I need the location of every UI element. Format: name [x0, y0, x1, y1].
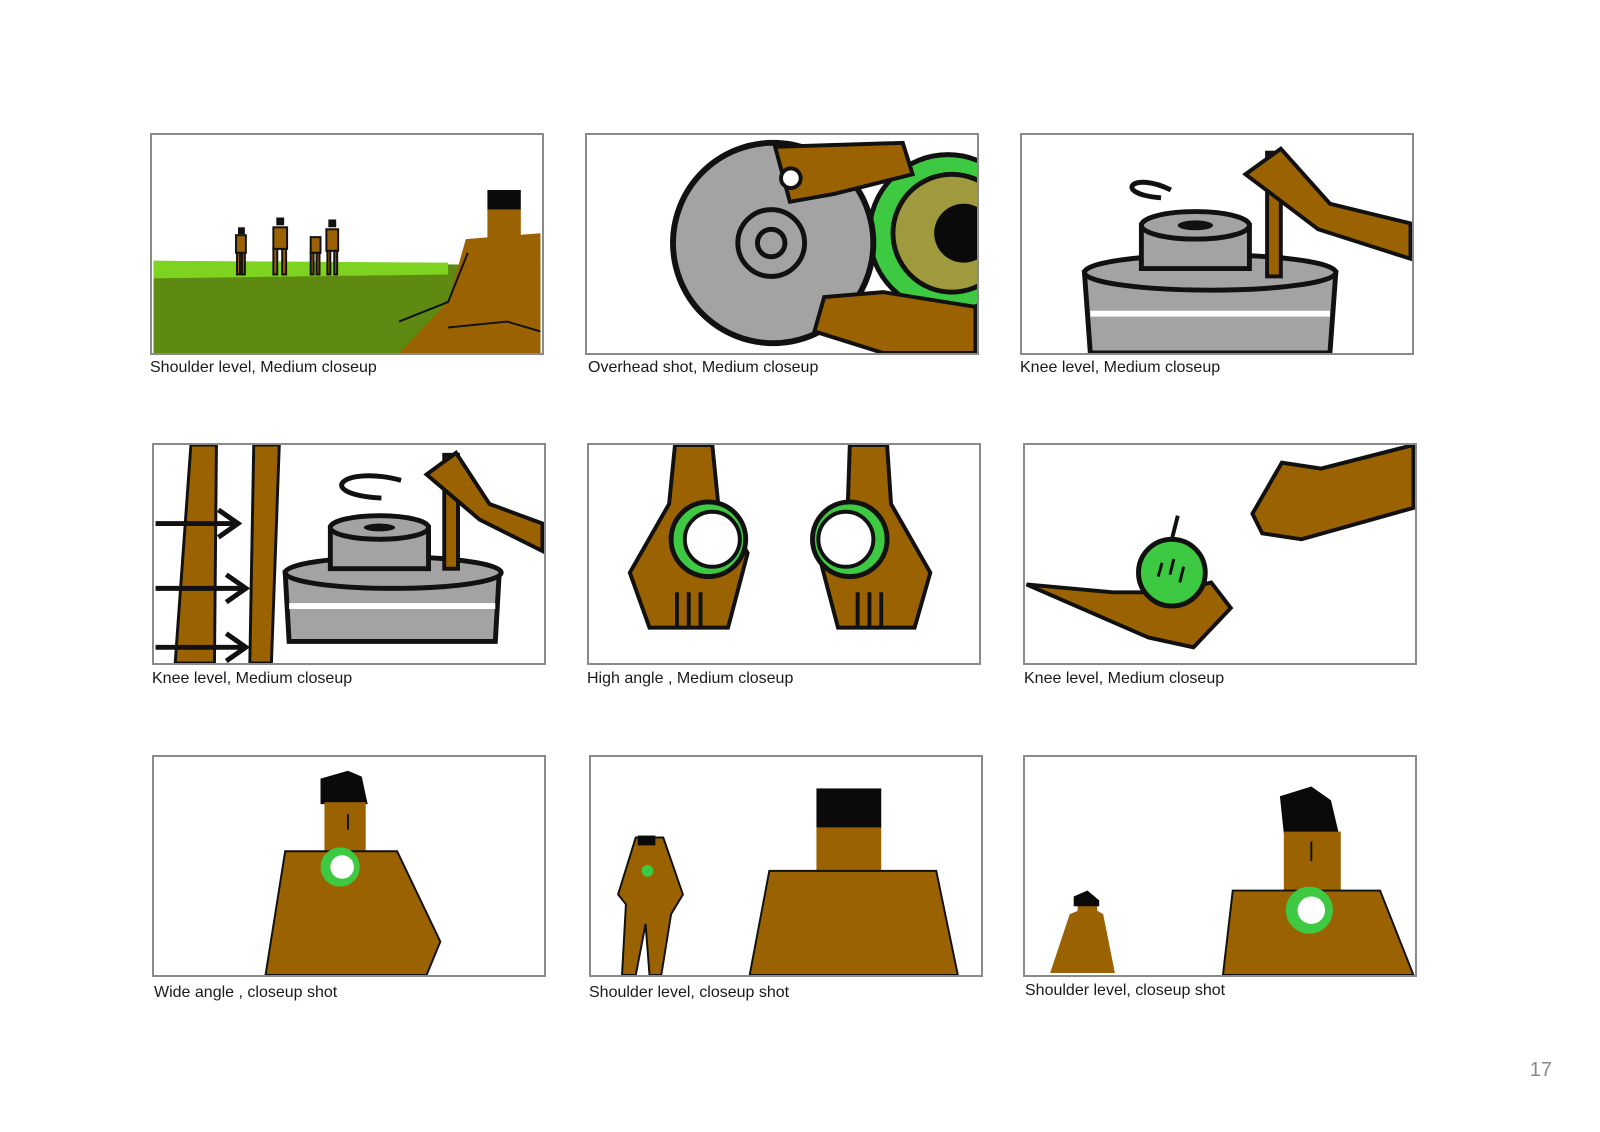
scene-people-on-field — [153, 189, 541, 353]
scene-hand-turning-grinder — [1081, 146, 1412, 353]
panel-caption-2: Overhead shot, Medium closeup — [588, 359, 819, 376]
scene-two-men-eating — [1050, 786, 1415, 975]
scene-man-eating-green-fruit — [264, 770, 442, 975]
scene-hand-holding-green-fruit — [1025, 445, 1415, 650]
storyboard-panel-1 — [150, 133, 544, 355]
panel-caption-9: Shoulder level, closeup shot — [1025, 982, 1226, 999]
storyboard-panel-7 — [152, 755, 546, 977]
storyboard-panel-6 — [1023, 443, 1417, 665]
storyboard-panel-5 — [587, 443, 981, 665]
panel-caption-5: High angle , Medium closeup — [587, 670, 794, 687]
page-number: 17 — [1529, 1059, 1552, 1081]
panel-caption-8: Shoulder level, closeup shot — [589, 984, 790, 1001]
scene-grinder-with-arrows — [155, 445, 544, 663]
scene-hands-grinding-stone — [670, 139, 977, 353]
scene-two-hands-holding-rings — [627, 445, 933, 630]
storyboard-panel-9 — [1023, 755, 1417, 977]
panel-caption-7: Wide angle , closeup shot — [154, 984, 338, 1001]
panel-caption-4: Knee level, Medium closeup — [152, 670, 353, 687]
panel-caption-1: Shoulder level, Medium closeup — [150, 359, 377, 376]
storyboard-panel-4 — [152, 443, 546, 665]
storyboard-panel-8 — [589, 755, 983, 977]
panel-caption-6: Knee level, Medium closeup — [1024, 670, 1225, 687]
storyboard-panel-3 — [1020, 133, 1414, 355]
storyboard-panel-2 — [585, 133, 979, 355]
panel-caption-3: Knee level, Medium closeup — [1020, 359, 1221, 376]
scene-man-near-and-far — [616, 788, 959, 975]
